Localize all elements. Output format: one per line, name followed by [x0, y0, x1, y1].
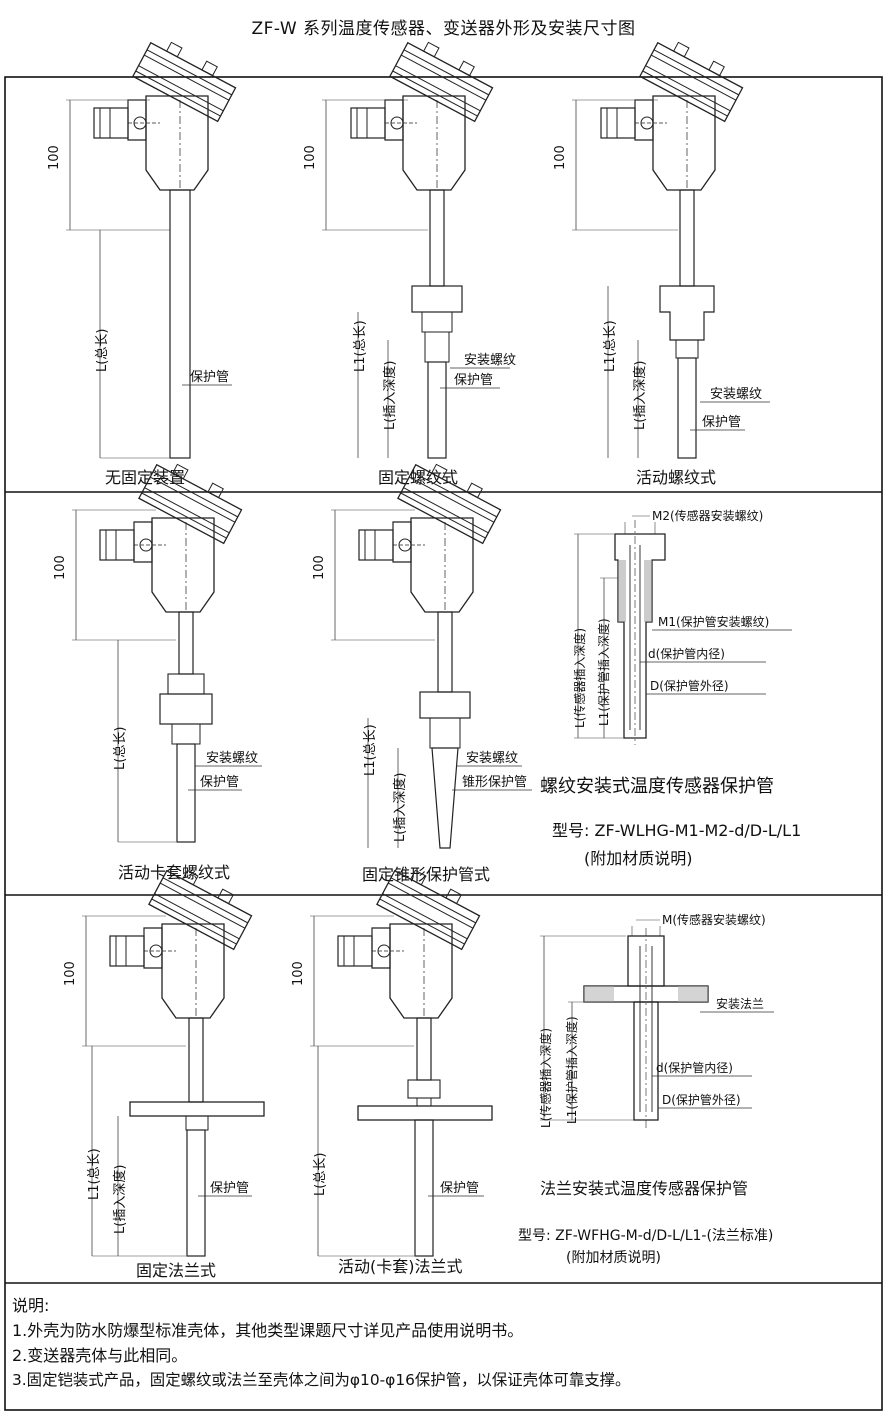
note-item: 3.固定铠装式产品，固定螺纹或法兰至壳体之间为φ10-φ16保护管，以保证壳体可… — [12, 1371, 631, 1389]
total-length-label: L(总长) — [95, 329, 110, 372]
diagram-fixed-thread: 100 L1(总长) L(插入深度) 安装螺纹 保护管 固定螺纹式 — [303, 33, 516, 487]
tube-label: 保护管 — [702, 415, 741, 430]
dim-100-label: 100 — [53, 555, 68, 580]
tube-label: 保护管 — [440, 1181, 479, 1196]
m2-label: M2(传感器安装螺纹) — [652, 508, 763, 523]
thermowell-thread-model: 型号: ZF-WLHG-M1-M2-d/D-L/L1 — [552, 821, 801, 840]
page-title: ZF-W 系列温度传感器、变送器外形及安装尺寸图 — [251, 19, 636, 39]
dim-100-label: 100 — [303, 145, 318, 170]
inner-diameter-label: d(保护管内径) — [656, 1060, 733, 1075]
diagram-ferrule-thread: 100 L(总长) 安装螺纹 保护管 活动卡套螺纹式 — [53, 455, 262, 882]
total-length-label: L1(总长) — [87, 1148, 102, 1200]
total-length-label: L1(总长) — [603, 320, 618, 372]
thread-label: 安装螺纹 — [206, 751, 258, 766]
caption-movable-flange: 活动(卡套)法兰式 — [338, 1257, 463, 1276]
outer-diameter-label: D(保护管外径) — [662, 1092, 741, 1107]
thermowell-flange-model: 型号: ZF-WFHG-M-d/D-L/L1-(法兰标准) — [518, 1228, 773, 1244]
dim-100-label: 100 — [553, 145, 568, 170]
insert-depth-label: L(插入深度) — [112, 1165, 128, 1234]
diagram-fixed-flange: 100 L1(总长) L(插入深度) 保护管 固定法兰式 — [63, 861, 265, 1280]
diagram-movable-flange: 100 L(总长) 保护管 活动(卡套)法兰式 — [291, 861, 493, 1276]
caption-fixed-flange: 固定法兰式 — [136, 1261, 216, 1280]
inner-diameter-label: d(保护管内径) — [648, 646, 725, 661]
insert-depth-label: L(插入深度) — [382, 361, 398, 430]
caption-fixed-taper: 固定锥形保护管式 — [362, 865, 490, 884]
taper-tube-label: 锥形保护管 — [462, 775, 527, 790]
thread-label: 安装螺纹 — [710, 387, 762, 402]
caption-movable-thread: 活动螺纹式 — [636, 468, 716, 487]
outer-diameter-label: D(保护管外径) — [650, 678, 729, 693]
insert-depth-label: L(插入深度) — [632, 361, 648, 430]
insert-depth-label: L(插入深度) — [392, 773, 408, 842]
total-length-label: L1(总长) — [363, 724, 378, 776]
thread-label: 安装螺纹 — [466, 751, 518, 766]
caption-ferrule-thread: 活动卡套螺纹式 — [118, 863, 230, 882]
caption-no-fixing: 无固定装置 — [105, 468, 185, 487]
flange-label: 安装法兰 — [716, 996, 764, 1011]
m1-label: M1(保护管安装螺纹) — [658, 614, 769, 629]
tube-label: 保护管 — [454, 373, 493, 388]
thermowell-flange-detail: M(传感器安装螺纹) L(传感器插入深度) L1(保护管插入深度) 安装法兰 d… — [518, 912, 774, 1266]
dim-100-label: 100 — [291, 961, 306, 986]
diagram-no-fixing: 100 L(总长) 保护管 无固定装置 — [47, 33, 241, 487]
tube-depth-label: L1(保护管插入深度) — [596, 618, 611, 726]
dim-100-label: 100 — [63, 961, 78, 986]
sensor-depth-label: L(传感器插入深度) — [572, 628, 587, 728]
m-label: M(传感器安装螺纹) — [662, 912, 766, 927]
thermowell-thread-heading: 螺纹安装式温度传感器保护管 — [540, 776, 774, 797]
tube-label: 保护管 — [200, 775, 239, 790]
thread-label: 安装螺纹 — [464, 353, 516, 368]
note-item: 2.变送器壳体与此相同。 — [12, 1346, 188, 1365]
note-item: 1.外壳为防水防爆型标准壳体，其他类型课题尺寸详见产品使用说明书。 — [12, 1321, 524, 1340]
thermowell-thread-note: (附加材质说明) — [584, 849, 693, 868]
tube-label: 保护管 — [210, 1181, 249, 1196]
sensor-depth-label: L(传感器插入深度) — [538, 1028, 553, 1128]
total-length-label: L(总长) — [113, 727, 128, 770]
thermowell-flange-note: (附加材质说明) — [566, 1250, 661, 1266]
dim-100-label: 100 — [312, 555, 327, 580]
diagram-movable-thread: 100 L1(总长) L(插入深度) 安装螺纹 保护管 活动螺纹式 — [553, 33, 770, 487]
caption-fixed-thread: 固定螺纹式 — [378, 468, 458, 487]
dim-100-label: 100 — [47, 145, 62, 170]
thermowell-thread-detail: M2(传感器安装螺纹) L(传感器插入深度) L1(保护管插入深度) M1(保护… — [540, 508, 801, 868]
notes-heading: 说明: — [12, 1296, 50, 1315]
tube-label: 保护管 — [190, 370, 229, 385]
thermowell-flange-heading: 法兰安装式温度传感器保护管 — [540, 1179, 748, 1198]
tube-depth-label: L1(保护管插入深度) — [564, 1016, 579, 1124]
notes-section: 说明: 1.外壳为防水防爆型标准壳体，其他类型课题尺寸详见产品使用说明书。 2.… — [12, 1293, 630, 1393]
diagram-fixed-taper: 100 L1(总长) L(插入深度) 安装螺纹 锥形保护管 固定锥形保护管式 — [312, 455, 532, 884]
total-length-label: L1(总长) — [353, 320, 368, 372]
total-length-label: L(总长) — [313, 1153, 328, 1196]
